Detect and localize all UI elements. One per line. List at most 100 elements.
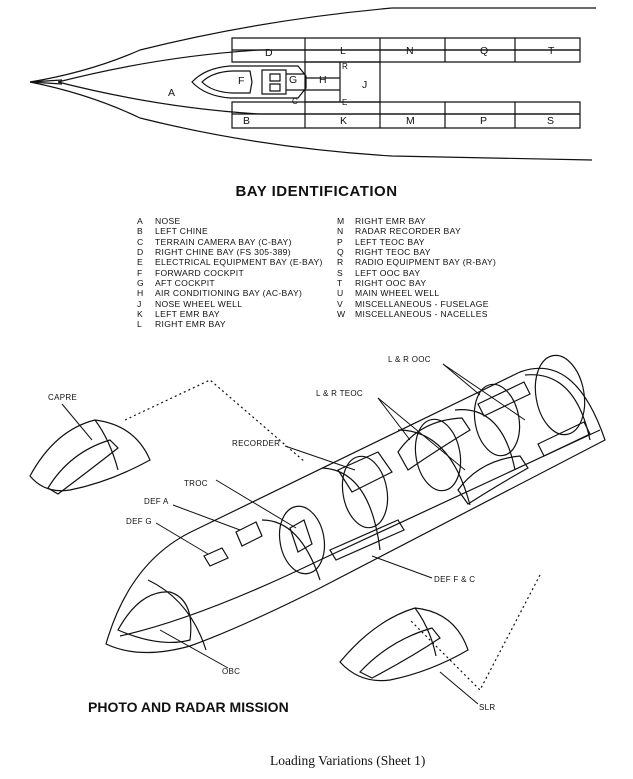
legend-key: R	[337, 257, 344, 268]
legend-key: M	[337, 216, 345, 226]
legend-key: F	[137, 267, 143, 278]
legend-item: P LEFT TEOC BAY	[337, 237, 496, 247]
legend-text: RIGHT EMR BAY	[355, 216, 426, 226]
callout-l-r-ooc: L & R OOC	[388, 355, 431, 364]
legend-right-column: M RIGHT EMR BAY N RADAR RECORDER BAY P LEFT T…	[337, 216, 496, 319]
lower-bay-grid	[232, 102, 580, 128]
legend-key: G	[137, 278, 144, 289]
bulkhead-oval	[410, 416, 466, 495]
legend-item: K LEFT EMR BAY	[137, 309, 323, 319]
capre-pod	[30, 420, 150, 494]
legend-text: ELECTRICAL EQUIPMENT BAY (E-BAY)	[155, 257, 323, 268]
legend-key: P	[337, 236, 344, 247]
bay-label-q: Q	[480, 45, 488, 57]
legend-text: TERRAIN CAMERA BAY (C-BAY)	[155, 236, 292, 247]
chine-line	[58, 50, 580, 114]
legend-key: V	[337, 298, 344, 309]
section-ring	[398, 430, 470, 505]
slr-link	[410, 575, 540, 690]
callout-def-a: DEF A	[144, 497, 169, 506]
legend-text: NOSE	[155, 216, 181, 226]
fuselage-outline	[30, 8, 596, 160]
legend-item: A NOSE	[137, 216, 323, 226]
bulkhead-oval	[529, 351, 590, 438]
legend-key: A	[137, 216, 144, 226]
callout-obc: OBC	[222, 667, 240, 676]
callouts: CAPRE L & R OOC L & R TEOC RECORDER TROC…	[48, 355, 495, 712]
ooc-camera	[538, 422, 590, 456]
legend-key: T	[337, 278, 343, 289]
legend-item: N RADAR RECORDER BAY	[337, 226, 496, 236]
section-ring	[322, 468, 380, 550]
callout-l-r-teoc: L & R TEOC	[316, 389, 363, 398]
legend-text: LEFT OOC BAY	[355, 267, 421, 278]
legend-text: RIGHT TEOC BAY	[355, 247, 431, 258]
legend-item: L RIGHT EMR BAY	[137, 319, 323, 329]
center-bays	[305, 62, 380, 102]
legend-text: MISCELLANEOUS - FUSELAGE	[355, 298, 489, 309]
legend-text: LEFT EMR BAY	[155, 309, 220, 320]
canopy-inner	[202, 71, 252, 93]
legend-item: U MAIN WHEEL WELL	[337, 288, 496, 298]
legend-key: N	[337, 226, 344, 237]
ooc-camera	[478, 382, 530, 416]
bay-label-t: T	[548, 45, 555, 57]
bay-label-r: R	[342, 62, 348, 71]
cockpit-frames	[262, 70, 305, 94]
teoc-camera	[458, 456, 528, 504]
legend-key: W	[337, 309, 346, 320]
leader-lines	[62, 364, 525, 704]
legend-key: E	[137, 257, 144, 268]
bay-label-j: J	[362, 79, 367, 91]
mission-title: PHOTO AND RADAR MISSION	[88, 699, 289, 715]
legend-key: K	[137, 309, 144, 320]
fuselage-cutaway	[106, 351, 605, 690]
section-ring	[148, 580, 206, 650]
bay-label-s: S	[547, 115, 554, 127]
legend-text: AFT COCKPIT	[155, 278, 215, 289]
legend-text: FORWARD COCKPIT	[155, 267, 245, 278]
section-ring	[525, 375, 590, 440]
legend-text: RIGHT EMR BAY	[155, 319, 226, 330]
legend-key: D	[137, 247, 144, 258]
legend-key: H	[137, 288, 144, 299]
callout-def-f-c: DEF F & C	[434, 575, 475, 584]
bay-label-f: F	[238, 75, 244, 87]
bay-label-e: E	[342, 98, 347, 107]
troc-unit	[290, 520, 312, 552]
legend-text: LEFT TEOC BAY	[355, 236, 425, 247]
legend-key: U	[337, 288, 344, 299]
legend-text: RIGHT OOC BAY	[355, 278, 427, 289]
legend-key: L	[137, 319, 143, 330]
bay-label-l: L	[340, 45, 346, 57]
legend-item: V MISCELLANEOUS - FUSELAGE	[337, 299, 496, 309]
callout-troc: TROC	[184, 479, 208, 488]
bay-labels: A B C D E F G H J K L M N P Q R S T	[168, 45, 555, 127]
capre-link	[125, 380, 305, 462]
bay-label-p: P	[480, 115, 487, 127]
legend-text: NOSE WHEEL WELL	[155, 298, 243, 309]
legend-item: F FORWARD COCKPIT	[137, 268, 323, 278]
callout-capre: CAPRE	[48, 393, 77, 402]
hull-bottom-line	[120, 430, 600, 636]
section-ring	[262, 520, 320, 580]
bay-label-k: K	[340, 115, 347, 127]
bulkhead-oval	[337, 453, 393, 532]
legend-text: RADAR RECORDER BAY	[355, 226, 461, 237]
legend-text: MAIN WHEEL WELL	[355, 288, 440, 299]
section-ring	[455, 410, 515, 470]
upper-bay-grid	[232, 38, 580, 62]
teoc-camera	[398, 418, 470, 470]
bay-label-b: B	[243, 115, 250, 127]
bay-label-a: A	[168, 87, 175, 99]
legend-item: T RIGHT OOC BAY	[337, 278, 496, 288]
legend-text: MISCELLANEOUS - NACELLES	[355, 309, 488, 320]
nose-probe	[30, 80, 62, 84]
bay-label-c: C	[292, 97, 298, 106]
